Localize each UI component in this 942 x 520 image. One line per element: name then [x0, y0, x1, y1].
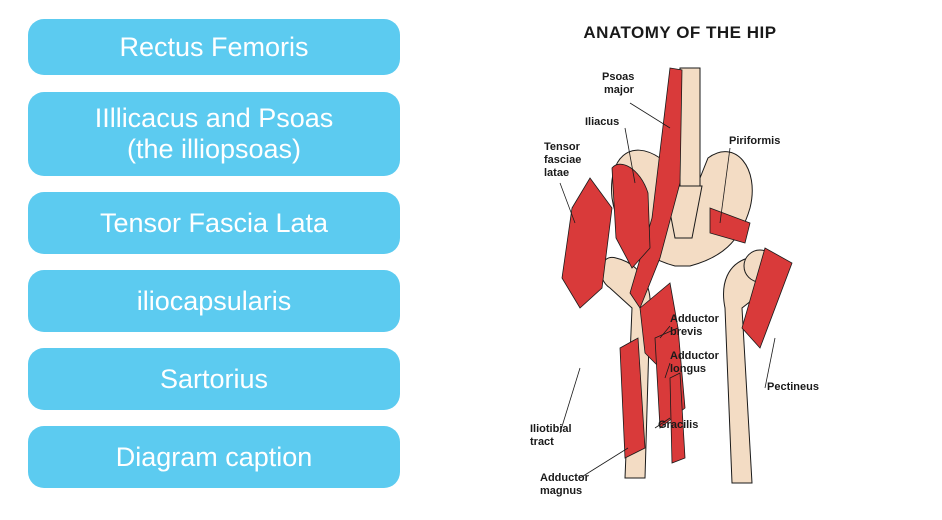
option-sartorius[interactable]: Sartorius: [28, 348, 400, 410]
option-label: Sartorius: [159, 363, 269, 394]
label-tensor-line1: Tensor: [544, 141, 581, 153]
option-iliocapsularis[interactable]: iliocapsularis: [28, 270, 400, 332]
label-psoas-major-line1: Psoas: [602, 71, 634, 83]
label-psoas-major-line2: major: [604, 84, 635, 96]
gracilis-muscle: [669, 372, 686, 464]
diagram-title: ANATOMY OF THE HIP: [583, 23, 777, 42]
option-diagram-caption[interactable]: Diagram caption: [28, 426, 400, 488]
label-tensor-line3: latae: [544, 167, 569, 179]
option-label: iliocapsularis: [136, 285, 292, 316]
label-adductor-magnus-line2: magnus: [540, 485, 582, 497]
label-adductor-longus-line1: Adductor: [670, 350, 720, 362]
option-label: Rectus Femoris: [119, 31, 309, 62]
label-tensor-line2: fasciae: [544, 154, 581, 166]
tensor-fasciae-latae-muscle: [561, 177, 613, 309]
label-piriformis: Piriformis: [729, 135, 780, 147]
option-tensor-fascia-lata[interactable]: Tensor Fascia Lata: [28, 192, 400, 254]
option-iliacus-psoas[interactable]: IIllicacus and Psoas (the illiopsoas): [28, 92, 400, 176]
label-adductor-longus-line2: longus: [670, 363, 706, 375]
pectineus-muscle: [741, 247, 793, 349]
label-adductor-brevis-line2: brevis: [670, 326, 702, 338]
hip-anatomy-diagram: ANATOMY OF THE HIP: [520, 8, 840, 520]
label-gracilis: Gracilis: [658, 419, 698, 431]
option-label: IIllicacus and Psoas (the illiopsoas): [94, 103, 334, 164]
label-iliotibial-line1: Iliotibial: [530, 423, 572, 435]
option-label: Tensor Fascia Lata: [99, 207, 329, 238]
piriformis-muscle: [709, 207, 751, 244]
label-adductor-brevis-line1: Adductor: [670, 313, 720, 325]
muscles: [561, 67, 793, 464]
label-iliacus: Iliacus: [585, 116, 619, 128]
structure-labels: Psoas major Iliacus Tensor fasciae latae…: [530, 71, 819, 497]
leader-lines: [559, 102, 776, 479]
hip-anatomy-illustration: Psoas major Iliacus Tensor fasciae latae…: [530, 67, 819, 497]
option-label: Diagram caption: [115, 441, 313, 472]
iliacus-muscle: [611, 163, 651, 269]
label-adductor-magnus-line1: Adductor: [540, 472, 590, 484]
label-iliotibial-line2: tract: [530, 436, 554, 448]
option-rectus-femoris[interactable]: Rectus Femoris: [28, 19, 400, 75]
label-pectineus: Pectineus: [767, 381, 819, 393]
adductor-magnus-muscle: [619, 337, 646, 459]
lumbar-spine: [679, 67, 701, 187]
